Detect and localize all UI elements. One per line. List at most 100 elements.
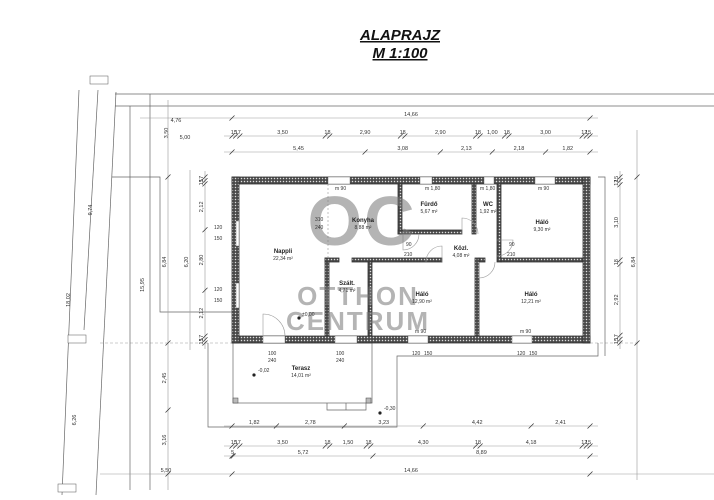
dimension-label: 2,41	[555, 420, 566, 426]
dimension-tick	[472, 443, 479, 449]
dimension-tick	[229, 453, 235, 459]
opening-label: 210	[404, 252, 413, 258]
elevation-label: ±0,00	[302, 312, 315, 318]
paving-outline	[598, 176, 606, 356]
dimension-label: 15	[614, 338, 620, 344]
dimension-tick	[229, 443, 235, 449]
opening-label: 310	[315, 217, 324, 223]
dimension-label: 3,23	[378, 420, 389, 426]
room-name: Fürdő	[421, 202, 438, 208]
dimension-label: 18,02	[66, 293, 72, 307]
room-area: 5,67 m²	[421, 209, 438, 215]
elevation-marker-icon	[252, 373, 256, 377]
dimension-label: 8,89	[476, 450, 487, 456]
dimension-tick	[617, 332, 623, 338]
room-area: 12,90 m²	[412, 299, 432, 305]
dimension-tick	[437, 149, 444, 155]
dimension-label: 17	[199, 176, 205, 182]
dimension-tick	[237, 133, 243, 139]
dimension-label: 17	[614, 180, 620, 186]
dimension-label: 18	[400, 130, 406, 136]
dimension-tick	[326, 133, 333, 139]
dimension-label: 3,50	[277, 440, 288, 446]
dimension-label: 3,16	[162, 435, 168, 446]
room-name: Terasz	[292, 366, 311, 372]
dimension-label: 6,26	[72, 415, 78, 426]
dimension-tick	[273, 423, 280, 429]
dimension-tick	[229, 471, 235, 477]
windows	[235, 176, 556, 344]
paving-outline	[207, 343, 599, 428]
dimension-label: 5,45	[293, 146, 304, 152]
dimension-tick	[237, 443, 243, 449]
dimension-tick	[202, 287, 208, 294]
dimension-tick	[229, 115, 235, 121]
opening-label: m 90	[538, 186, 549, 192]
dimension-tick	[202, 177, 208, 184]
dimension-tick	[229, 423, 235, 429]
room-name: Háló	[415, 292, 428, 298]
dimension-tick	[362, 149, 368, 155]
dimension-label: 15	[585, 440, 591, 446]
plot-marker	[89, 75, 109, 85]
dimension-tick	[397, 133, 404, 139]
room-name: WC	[483, 202, 494, 208]
dimension-tick	[420, 423, 426, 429]
opening-label: 120	[214, 287, 223, 293]
opening-label: 210	[507, 252, 516, 258]
opening-label: m 1,80	[480, 186, 496, 192]
svg-text:CENTRUM: CENTRUM	[286, 306, 430, 336]
dimension-label: 14,66	[404, 468, 418, 474]
dimension-label: 17	[235, 130, 241, 136]
walls	[231, 176, 591, 344]
dimension-tick	[202, 226, 208, 233]
dimension-tick	[528, 423, 534, 429]
dimension-tick	[202, 174, 208, 180]
dimension-label: 15,95	[140, 278, 146, 292]
dimension-label: 18	[504, 130, 510, 136]
dimension-tick	[587, 133, 593, 139]
dimension-label: 4,76	[171, 118, 182, 124]
dimension-label: 3,10	[614, 217, 620, 228]
dimension-label: 5	[231, 450, 234, 456]
terrace-column	[232, 397, 239, 404]
dimension-tick	[587, 471, 593, 477]
room-name: Háló	[535, 220, 548, 226]
terrace-step	[326, 403, 367, 411]
dimension-label: 4,30	[418, 440, 429, 446]
dimension-label: 17	[614, 334, 620, 340]
dimension-label: 2,80	[199, 255, 205, 266]
dimension-tick	[322, 443, 329, 449]
dimension-tick	[583, 443, 590, 449]
dimension-label: 4,42	[472, 420, 483, 426]
dimension-tick	[230, 453, 236, 459]
dimension-label: 5,00	[180, 135, 191, 141]
plan-scale: M 1:100	[372, 45, 428, 62]
opening-label: 150	[214, 236, 223, 242]
dimension-label: 4,18	[526, 440, 537, 446]
elevation-marker-icon	[378, 411, 382, 415]
dimension-tick	[587, 443, 593, 449]
dimension-label: 15	[199, 179, 205, 185]
dimension-tick	[370, 453, 376, 459]
plan-title: ALAPRAJZ	[359, 27, 441, 44]
dimension-label: 3,50	[164, 128, 170, 139]
plot-marker	[57, 483, 77, 493]
dimension-label: 17	[235, 440, 241, 446]
plot-boundary	[57, 75, 714, 496]
dimension-tick	[587, 115, 593, 121]
dimension-tick	[229, 149, 235, 155]
dimension-label: 15	[231, 440, 237, 446]
dimension-tick	[617, 336, 623, 343]
doors	[262, 217, 514, 337]
dimension-tick	[617, 340, 623, 346]
room-area: 12,21 m²	[521, 299, 541, 305]
dimension-label: 1,00	[487, 130, 498, 136]
room-area: 8,88 m²	[355, 225, 372, 231]
dimension-label: 3,08	[397, 146, 408, 152]
dimension-tick	[477, 443, 483, 449]
svg-text:OTTHON: OTTHON	[297, 281, 419, 311]
dimension-label: 17	[199, 335, 205, 341]
dimension-label: 15	[585, 130, 591, 136]
